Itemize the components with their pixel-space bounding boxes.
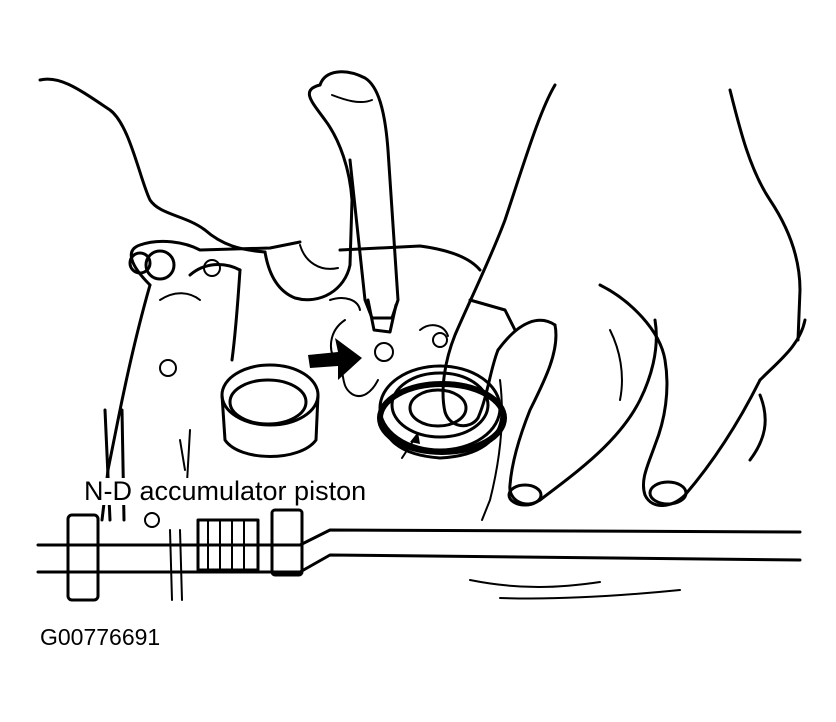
accumulator-piston [377,364,507,460]
transmission-case [100,239,517,528]
figure-id: G00776691 [40,624,161,650]
callout-leader [401,432,420,459]
callout-label: N-D accumulator piston [82,476,369,506]
case-bore-left [220,363,320,458]
air-nozzle [318,70,400,334]
left-hand [38,77,354,302]
direction-arrow [308,338,362,380]
right-hand [441,83,807,507]
